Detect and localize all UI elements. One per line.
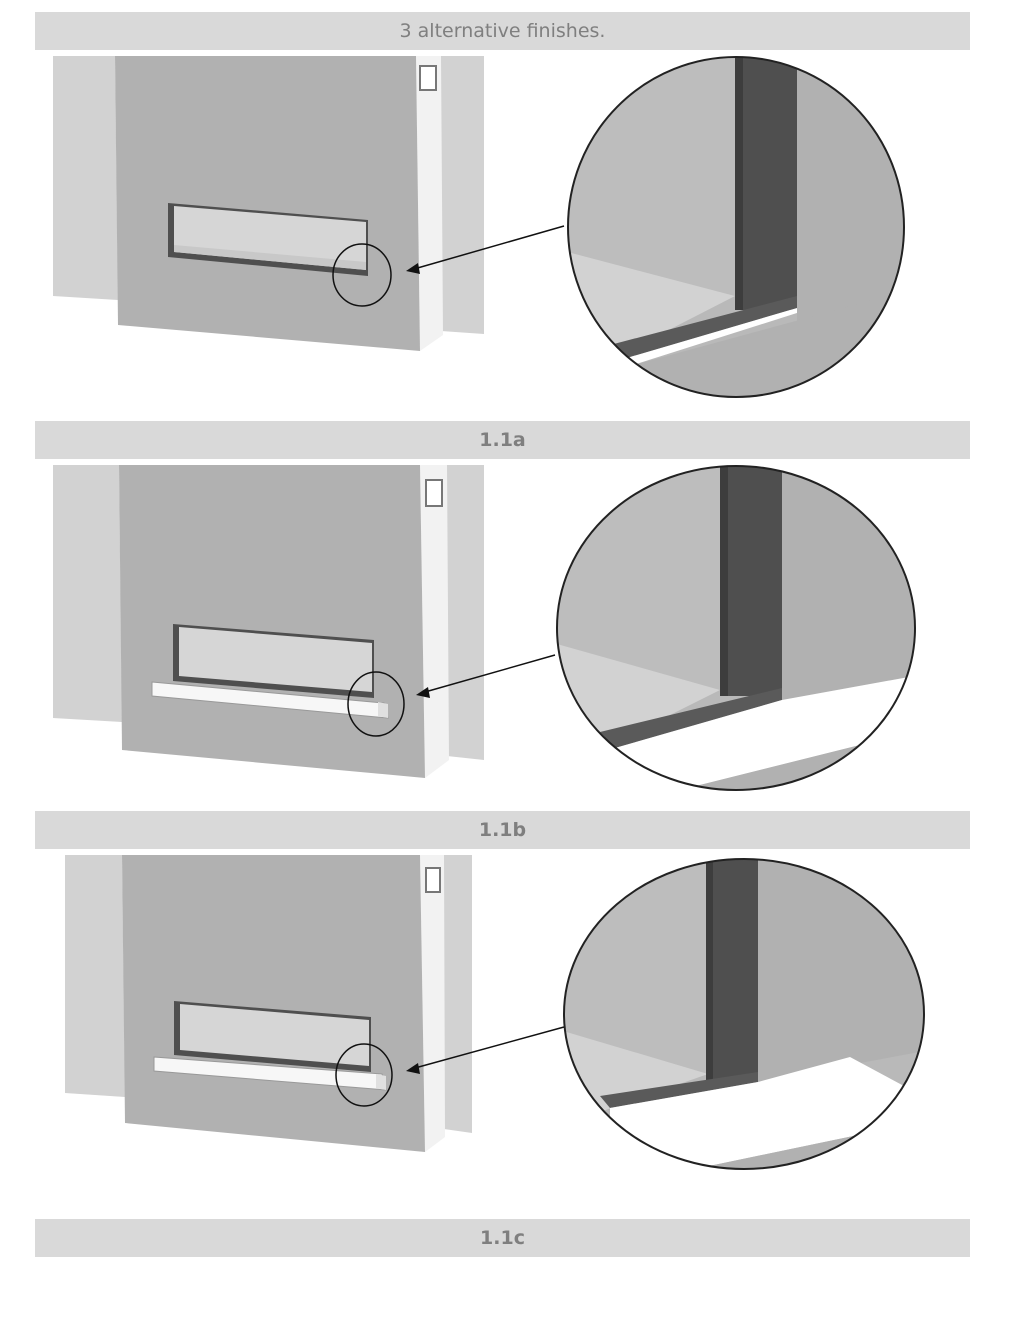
figure-caption-band: 1.1a [35, 421, 970, 459]
pillar [420, 855, 445, 1152]
figure-1-1a [53, 56, 905, 398]
arrow-head-icon [406, 1063, 420, 1074]
pillar [416, 56, 443, 351]
background-wall-left [65, 855, 125, 1097]
background-wall-right [441, 56, 484, 334]
figure-1-1b [53, 465, 916, 791]
figure-caption: 1.1b [478, 819, 527, 841]
callout-arrow [424, 654, 556, 693]
background-wall-right [444, 855, 472, 1133]
callout-arrow [414, 1026, 565, 1069]
header-title-band: 3 alternative finishes. [35, 12, 970, 50]
arrow-head-icon [416, 687, 430, 698]
detail-marker-circle [332, 243, 392, 307]
detail-marker-circle [335, 1043, 393, 1107]
header-title: 3 alternative finishes. [399, 20, 606, 42]
background-wall-left [53, 56, 118, 300]
background-wall-left [53, 465, 122, 722]
figure-1-1c [65, 855, 925, 1170]
figure-caption: 1.1a [479, 429, 526, 451]
vent-icon [419, 65, 437, 91]
figure-caption-band: 1.1c [35, 1219, 970, 1257]
fireplace-wall [122, 855, 425, 1152]
callout-arrow [413, 225, 565, 270]
firebox-glass [180, 1004, 369, 1066]
detail-magnified-view [557, 466, 915, 790]
figure-caption-band: 1.1b [35, 811, 970, 849]
detail-marker-circle [347, 671, 405, 737]
pillar [420, 465, 449, 778]
detail-magnifier-outline [567, 56, 905, 398]
detail-magnified-view [564, 859, 924, 1169]
figure-caption: 1.1c [480, 1227, 525, 1249]
fireplace-wall [119, 465, 425, 778]
detail-magnified-view [568, 57, 904, 397]
detail-magnifier-outline [563, 858, 925, 1170]
firebox-glass [179, 627, 372, 692]
vent-icon [425, 867, 441, 893]
arrow-head-icon [406, 263, 420, 274]
background-wall-right [447, 465, 484, 760]
vent-icon [425, 479, 443, 507]
fireplace-wall [115, 56, 420, 351]
detail-magnifier-outline [556, 465, 916, 791]
